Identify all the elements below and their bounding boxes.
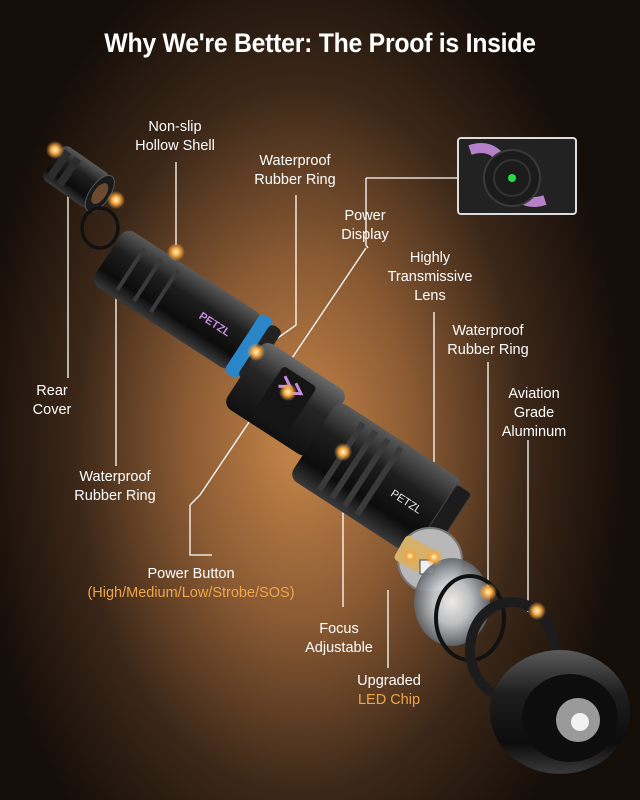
rear-rubber-ring — [80, 206, 120, 250]
bezel-cap — [490, 650, 630, 774]
label-line-orange: (High/Medium/Low/Strobe/SOS) — [87, 585, 295, 601]
label-led-chip: Upgraded LED Chip — [346, 672, 432, 710]
label-line: Transmissive — [387, 269, 473, 285]
label-power-display: Power Display — [320, 207, 410, 245]
label-power-button: Power Button (High/Medium/Low/Strobe/SOS… — [66, 565, 316, 603]
label-line: Waterproof — [452, 323, 524, 339]
label-line: Aluminum — [501, 424, 567, 440]
label-line: Hollow Shell — [135, 138, 215, 154]
label-rear-cover: Rear Cover — [24, 382, 80, 420]
label-lens: Highly Transmissive Lens — [380, 249, 480, 306]
label-line: Display — [341, 227, 389, 243]
label-non-slip-hollow-shell: Non-slip Hollow Shell — [120, 118, 230, 156]
label-line: Rubber Ring — [447, 342, 529, 358]
label-focus-adjustable: Focus Adjustable — [294, 620, 384, 658]
label-line: Non-slip — [148, 119, 202, 135]
label-line: Adjustable — [305, 640, 373, 656]
label-line: Power Button — [147, 566, 235, 582]
page-title: Why We're Better: The Proof is Inside — [104, 28, 536, 58]
label-line: Lens — [414, 288, 446, 304]
label-line: Highly — [409, 250, 451, 266]
label-line-orange: LED Chip — [357, 692, 421, 708]
label-line: Focus — [319, 621, 359, 637]
label-line: Waterproof — [79, 469, 151, 485]
label-aviation-aluminum: Aviation Grade Aluminum — [486, 385, 582, 442]
label-line: Waterproof — [259, 153, 331, 169]
lens-disk — [414, 558, 490, 646]
label-line: Aviation — [508, 386, 560, 402]
label-line: Upgraded — [357, 673, 421, 689]
label-line: Rubber Ring — [74, 488, 156, 504]
label-line: Power — [344, 208, 386, 224]
label-line: Cover — [32, 402, 72, 418]
label-line: Rear — [36, 383, 68, 399]
label-waterproof-ring-left: Waterproof Rubber Ring — [62, 468, 168, 506]
label-line: Rubber Ring — [254, 172, 336, 188]
label-waterproof-ring-top: Waterproof Rubber Ring — [240, 152, 350, 190]
label-waterproof-ring-right: Waterproof Rubber Ring — [436, 322, 540, 360]
callout-markers — [46, 141, 546, 620]
label-line: Grade — [513, 405, 555, 421]
power-display-icon — [457, 137, 577, 215]
